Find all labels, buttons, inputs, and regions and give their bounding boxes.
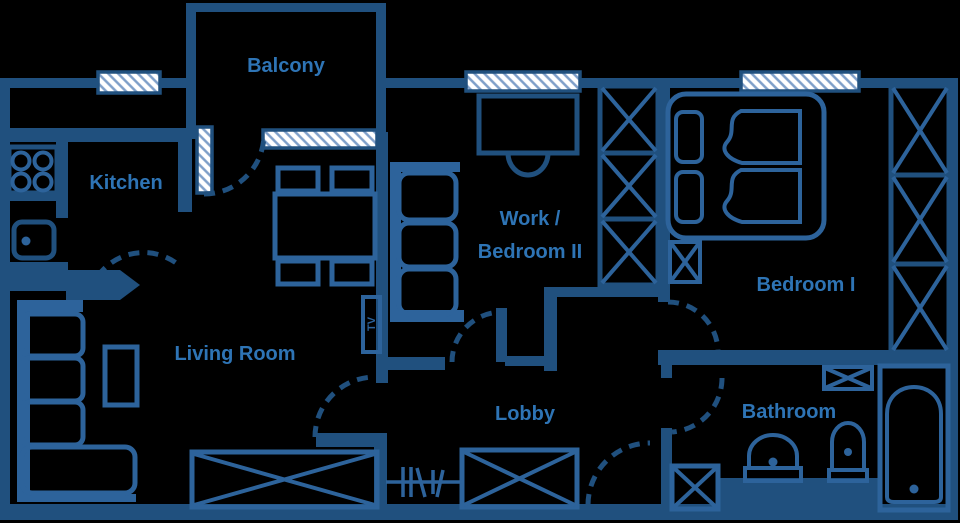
kitchen-door-leaf: [66, 270, 140, 300]
balcony-label: Balcony: [247, 55, 326, 77]
kitchen-furniture: [6, 144, 60, 261]
bedroom-door-arc: [667, 299, 721, 353]
workroom-door-arc: [449, 309, 503, 363]
kitchen-window: [96, 70, 162, 95]
sofa-cushion: [19, 399, 86, 448]
side-table: [102, 344, 140, 408]
dining-chair: [275, 258, 321, 287]
kitchen-door-arc: [95, 250, 182, 278]
dining-chair: [275, 165, 321, 194]
balcony-door-arc: [203, 133, 267, 197]
sofa-chaise-cushion: [19, 444, 138, 496]
pillow: [674, 110, 704, 164]
daybed-cushion: [396, 220, 459, 270]
doors: [66, 133, 725, 506]
balcony-window-sill: [261, 128, 379, 150]
bedroom1-furniture: [665, 83, 952, 355]
sofa-cushion: [19, 311, 86, 359]
sofa-arm-bottom: [22, 494, 136, 502]
daybed-back: [390, 162, 401, 322]
daybed-cushion: [396, 266, 459, 317]
bedroom1-label: Bedroom I: [757, 274, 856, 296]
blanket: [722, 168, 802, 224]
bedroom-wardrobe: [888, 83, 952, 355]
kitchen-sink: [11, 219, 57, 261]
kitchen-sink-drain: [21, 236, 31, 246]
living-room-closet: [189, 449, 380, 510]
tv: [361, 295, 382, 354]
stove-burner: [32, 171, 54, 193]
workroom-label-line2: Bedroom II: [478, 241, 582, 263]
bathroom-door-arc: [671, 377, 725, 435]
workroom-wardrobe: [597, 83, 661, 288]
lobby-closet: [459, 447, 580, 510]
lobby-label: Lobby: [495, 403, 556, 425]
daybed-cushion: [396, 170, 459, 223]
bedroom-window: [739, 70, 861, 93]
kitchen-label: Kitchen: [89, 172, 162, 194]
pillow: [674, 170, 704, 224]
toilet: [827, 421, 869, 483]
sofa-arm-top: [17, 300, 83, 312]
bathroom-furniture: [669, 363, 951, 513]
workroom-south-wall: [505, 356, 550, 366]
balcony-wall-top: [186, 3, 386, 12]
living-room-door-arc: [312, 374, 376, 438]
under-wardrobe-wall: [598, 285, 662, 297]
dining-chair: [329, 165, 375, 194]
outer-wall-left: [0, 78, 10, 520]
kitchen-wall-top: [9, 128, 192, 142]
living-room-furniture: TV: [17, 165, 382, 510]
bathroom-west-wall: [661, 428, 672, 508]
tv-label: TV: [366, 316, 378, 331]
bathroom-sink: [743, 433, 803, 483]
daybed-arm-top: [390, 162, 460, 172]
kitchen-counter-edge: [9, 193, 57, 201]
balcony-wall-left: [186, 3, 196, 139]
living-door-wall-h: [316, 433, 386, 447]
desk: [476, 93, 580, 156]
desk-chair: [505, 152, 551, 178]
balcony-glazed-door-leaf: [195, 125, 214, 195]
windows: [96, 70, 861, 195]
workroom-door-leaf: [496, 308, 507, 362]
kitchen-wall-bottom-stub: [10, 262, 68, 291]
stove-burner: [10, 150, 32, 172]
balcony-wall-right: [376, 3, 386, 139]
bathroom-west-stub: [661, 350, 672, 378]
lobby-north-stub: [383, 357, 445, 370]
workroom-label-line1: Work /: [500, 208, 561, 230]
bedroom-south-wall: [658, 350, 950, 365]
nightstand: [668, 240, 702, 284]
double-bed: [665, 91, 827, 241]
sofa-cushion: [19, 355, 86, 404]
entry-door-arc: [585, 440, 651, 506]
outer-wall-top-left: [0, 78, 192, 88]
stove-burner: [32, 150, 54, 172]
bathroom-shelf: [822, 365, 874, 391]
living-room-label: Living Room: [174, 343, 295, 365]
workroom-window: [464, 70, 582, 93]
workroom-furniture: [390, 83, 661, 322]
dining-table: [272, 191, 378, 261]
coat-rack: [386, 467, 462, 498]
bathtub: [877, 363, 951, 513]
lobby-furniture: [386, 447, 580, 510]
washing-machine: [669, 463, 721, 512]
kitchen-wall-right: [178, 142, 192, 212]
room-labels: Balcony Kitchen Living Room Work / Bedro…: [89, 55, 855, 425]
workroom-se-wall-h: [550, 287, 603, 297]
stove-burner: [10, 171, 32, 193]
dining-chair: [329, 258, 375, 287]
outer-wall-right: [948, 78, 958, 520]
bathroom-label: Bathroom: [742, 401, 836, 423]
blanket: [722, 109, 802, 165]
workroom-se-wall-v: [544, 287, 557, 371]
